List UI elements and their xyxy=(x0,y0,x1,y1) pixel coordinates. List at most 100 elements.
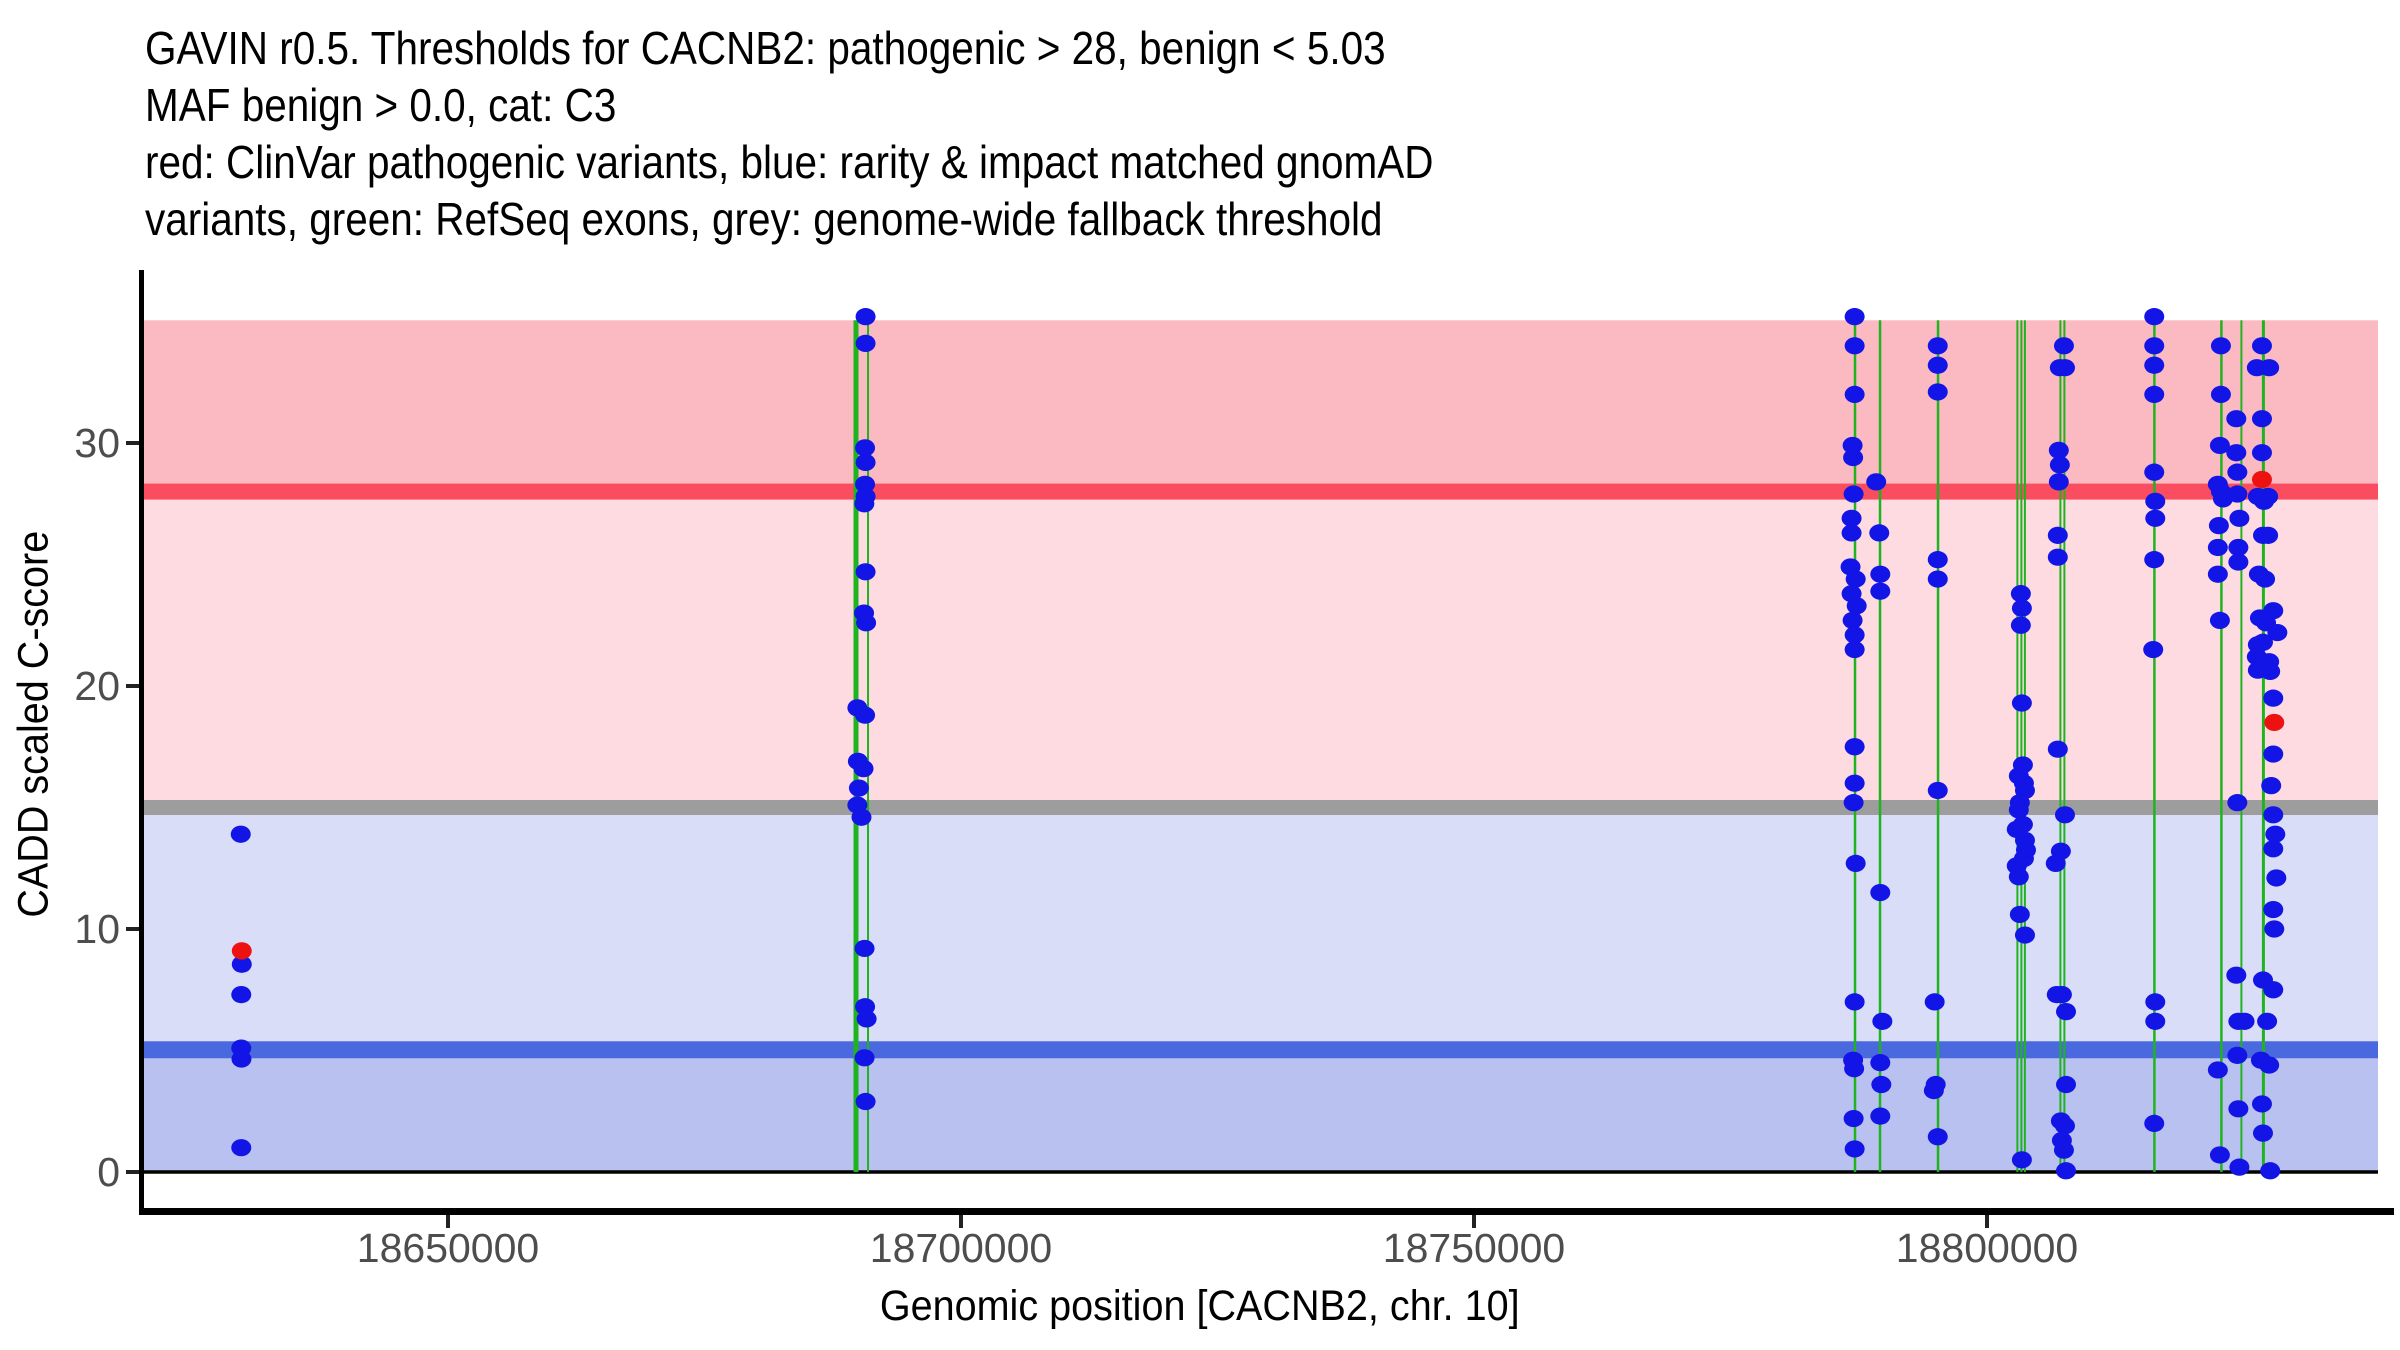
gnomad-matched-variants-point xyxy=(2008,868,2029,886)
gnomad-matched-variants-point xyxy=(2209,611,2230,629)
y-tick-20 xyxy=(126,684,139,688)
gnomad-matched-variants-point xyxy=(1844,1060,1865,1078)
x-tick-label-18650000: 18650000 xyxy=(357,1225,539,1271)
gnomad-matched-variants-point xyxy=(1871,1075,1892,1094)
pathogenic-threshold-line xyxy=(141,483,2378,500)
gnomad-matched-variants-point xyxy=(1842,611,1863,629)
gnomad-matched-variants-point xyxy=(855,334,876,352)
gnomad-matched-variants-point xyxy=(1841,524,1862,542)
refseq-exon-line-1 xyxy=(853,320,859,1172)
gnomad-matched-variants-point xyxy=(1870,1054,1891,1072)
gnomad-matched-variants-point xyxy=(2259,359,2280,377)
gnomad-matched-variants-point xyxy=(855,475,876,493)
gnomad-matched-variants-point xyxy=(2009,905,2030,924)
gnomad-matched-variants-point xyxy=(2263,745,2284,763)
clinvar-pathogenic-variants-point xyxy=(2264,713,2285,732)
x-axis-title: Genomic position [CACNB2, chr. 10] xyxy=(880,1282,1520,1330)
gnomad-matched-variants-point xyxy=(2234,1012,2255,1030)
gnomad-matched-variants-point xyxy=(2227,463,2248,481)
gnomad-matched-variants-point xyxy=(1927,383,1948,401)
gnomad-matched-variants-point xyxy=(1844,993,1865,1011)
gnomad-matched-variants-point xyxy=(1927,570,1948,588)
gnomad-matched-variants-point xyxy=(2261,777,2282,795)
gnomad-matched-variants-point xyxy=(2014,926,2035,944)
gnomad-matched-variants-point xyxy=(2266,869,2287,887)
gnomad-matched-variants-point xyxy=(848,779,869,797)
gnomad-matched-variants-point xyxy=(2251,1095,2272,1113)
gnomad-matched-variants-point xyxy=(2054,1117,2075,1135)
gnomad-matched-variants-point xyxy=(851,808,872,826)
gnomad-matched-variants-point xyxy=(2144,356,2165,374)
gnomad-matched-variants-point xyxy=(1844,626,1865,644)
gnomad-matched-variants-point xyxy=(854,1049,875,1067)
refseq-exon-line-7 xyxy=(2020,320,2023,1172)
gnomad-matched-variants-point xyxy=(2226,966,2247,984)
gnomad-matched-variants-point xyxy=(855,563,876,581)
gnomad-matched-variants-point xyxy=(1927,1128,1948,1146)
gnomad-matched-variants-point xyxy=(1927,356,1948,374)
gnomad-matched-variants-point xyxy=(2264,920,2285,938)
gnomad-matched-variants-point xyxy=(1927,781,1948,800)
gnomad-matched-variants-point xyxy=(2260,1162,2281,1180)
gnomad-matched-variants-point xyxy=(1844,337,1865,355)
gnomad-matched-variants-point xyxy=(2048,441,2069,459)
gnomad-matched-variants-point xyxy=(2259,1056,2280,1074)
y-axis-title: CADD scaled C-score xyxy=(9,531,58,918)
refseq-exon-line-11 xyxy=(2153,320,2156,1172)
x-tick-label-18800000: 18800000 xyxy=(1896,1225,2078,1271)
gnomad-matched-variants-point xyxy=(2145,993,2166,1011)
gnomad-matched-variants-point xyxy=(1843,794,1864,812)
gnomad-matched-variants-point xyxy=(2260,662,2281,681)
fallback-threshold-line xyxy=(141,800,2378,815)
plot-title-line-2: MAF benign > 0.0, cat: C3 xyxy=(145,79,617,131)
gnomad-matched-variants-point xyxy=(855,706,876,724)
y-tick-30 xyxy=(126,441,139,445)
gnomad-matched-variants-point xyxy=(2144,551,2165,569)
gnomad-matched-variants-point xyxy=(2208,517,2229,535)
gnomad-matched-variants-point xyxy=(854,939,875,958)
gnomad-matched-variants-point xyxy=(2263,981,2284,999)
plot-title-line-1: GAVIN r0.5. Thresholds for CACNB2: patho… xyxy=(145,22,1386,74)
gnomad-matched-variants-point xyxy=(2251,410,2272,428)
gnomad-matched-variants-point xyxy=(855,1092,876,1111)
gnomad-matched-variants-point xyxy=(1870,582,1891,600)
gnomad-matched-variants-point xyxy=(2263,900,2284,919)
y-tick-label-10: 10 xyxy=(74,906,120,952)
x-tick-18650000 xyxy=(446,1215,450,1228)
x-tick-18800000 xyxy=(1985,1215,1989,1228)
gnomad-matched-variants-point xyxy=(856,614,877,632)
gnomad-matched-variants-point xyxy=(2144,337,2165,355)
pathogenic-region xyxy=(141,320,2378,492)
gnomad-matched-variants-point xyxy=(2143,640,2164,659)
gnomad-matched-variants-point xyxy=(231,955,252,973)
gnomad-matched-variants-point xyxy=(2047,740,2068,758)
gnomad-matched-variants-point xyxy=(2047,548,2068,566)
y-axis-line xyxy=(139,270,144,1215)
gnomad-matched-variants-point xyxy=(2210,337,2231,355)
gnomad-matched-variants-point xyxy=(855,453,876,472)
x-axis-line xyxy=(139,1208,2394,1215)
y-tick-10 xyxy=(126,927,139,931)
gnomad-matched-variants-point xyxy=(2011,599,2032,617)
gnomad-matched-variants-point xyxy=(231,1139,252,1157)
refseq-exon-line-4 xyxy=(1878,320,1882,1172)
gnomad-matched-variants-point xyxy=(2251,444,2272,462)
gnomad-matched-variants-point xyxy=(2054,806,2075,824)
x-tick-label-18700000: 18700000 xyxy=(870,1225,1052,1271)
gnomad-matched-variants-point xyxy=(2144,385,2165,403)
gnomad-matched-variants-point xyxy=(1844,738,1865,756)
gnomad-matched-variants-point xyxy=(2145,509,2166,527)
gnomad-matched-variants-point xyxy=(2228,553,2249,571)
plot-title: GAVIN r0.5. Thresholds for CACNB2: patho… xyxy=(145,20,1433,248)
gnomad-matched-variants-point xyxy=(2252,1124,2273,1142)
gnomad-matched-variants-point xyxy=(2047,526,2068,544)
gnomad-matched-variants-point xyxy=(1846,597,1867,615)
gnomad-matched-variants-point xyxy=(2226,410,2247,428)
gnomad-matched-variants-point xyxy=(2144,463,2165,481)
gnomad-matched-variants-point xyxy=(1844,308,1865,326)
gnomad-matched-variants-point xyxy=(2046,986,2067,1004)
gnomad-matched-variants-point xyxy=(2144,308,2165,326)
gnomad-matched-variants-point xyxy=(2228,538,2249,557)
gnomad-matched-variants-point xyxy=(2207,538,2228,557)
